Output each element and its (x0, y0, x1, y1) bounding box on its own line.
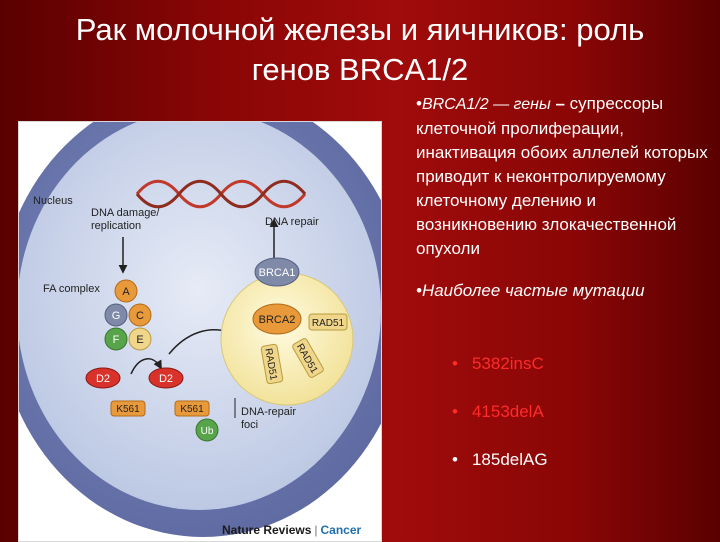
fa-f-label: F (113, 334, 120, 346)
dna-repair-label: DNA repair (265, 216, 319, 228)
fa-a-label: A (122, 286, 130, 298)
brca1-label: BRCA1 (259, 267, 296, 279)
mutation-name: 4153delA (471, 402, 544, 421)
dna-damage-label-2: replication (91, 220, 141, 232)
brca1-shape (254, 257, 300, 287)
fa-g-circle (104, 303, 128, 327)
lead-gene: BRCA1/2 (421, 96, 489, 113)
ub-label: Ub (201, 426, 214, 437)
mutations-heading-text: Наиболее частые мутации (421, 281, 645, 300)
credit-section: Cancer (320, 523, 362, 537)
rad51-box-c (260, 343, 284, 385)
fa-e-circle (128, 327, 152, 351)
pathway-diagram: Nucleus DNA damage/ replication DNA repa… (19, 122, 381, 537)
d2-left-shape (85, 367, 121, 389)
credit-journal: Nature Reviews (222, 523, 312, 537)
dna-damage-label-1: DNA damage/ (91, 207, 160, 219)
fa-f-circle (104, 327, 128, 351)
mutation-name: 185delAG (471, 450, 548, 469)
lead-dash: – (550, 94, 565, 113)
mutations-heading: •Наиболее частые мутации (416, 279, 712, 303)
d2-right-shape (148, 367, 184, 389)
lead-bullet: • (416, 94, 422, 113)
rad51-box-a (308, 313, 348, 331)
fa-complex-label: FA complex (43, 283, 100, 295)
rad51-label-a: RAD51 (312, 318, 345, 329)
lead-rest: — гены (488, 96, 551, 113)
brca-description: •BRCA1/2 — гены – супрессоры клеточной п… (416, 92, 712, 261)
fa-g-label: G (112, 310, 121, 322)
fa-e-label: E (136, 334, 143, 346)
slide-title: Рак молочной железы и яичников: роль ген… (0, 10, 720, 90)
rad51-box-b (292, 338, 324, 378)
mutation-bullet: • (452, 402, 458, 421)
foci-label-1: DNA-repair (241, 406, 296, 418)
heading-bullet: • (416, 281, 422, 300)
mutation-item: • 5382insC (452, 352, 544, 376)
ub-circle (195, 418, 219, 442)
slide-text: •BRCA1/2 — гены – супрессоры клеточной п… (416, 92, 712, 469)
brca2-label: BRCA2 (259, 314, 296, 326)
brca2-shape (252, 303, 302, 335)
k561-right-box (174, 400, 210, 417)
dna-helix-icon (135, 179, 307, 209)
nucleus-label: Nucleus (33, 195, 73, 207)
fa-a-circle (114, 279, 138, 303)
foci-label-2: foci (241, 419, 258, 431)
d2-right-label: D2 (159, 373, 173, 385)
d2-left-label: D2 (96, 373, 110, 385)
k561-left-label: K561 (116, 404, 140, 415)
k561-right-label: K561 (180, 404, 204, 415)
title-line-1: Рак молочной железы и яичников: роль (75, 12, 645, 47)
repair-foci-circle (220, 272, 354, 406)
monoubiquitination-arrow (130, 358, 162, 375)
nucleus-body (19, 122, 381, 510)
credit-separator: | (314, 523, 318, 537)
mutation-name: 5382insC (471, 354, 544, 373)
mutation-bullet: • (452, 354, 458, 373)
k561-left-box (110, 400, 146, 417)
mutation-item: • 4153delA (452, 400, 544, 424)
description-text: супрессоры клеточной пролиферации, инакт… (416, 94, 708, 258)
title-line-2: генов BRCA1/2 (251, 52, 469, 87)
brca-pathway-figure: Nucleus DNA damage/ replication DNA repa… (18, 121, 382, 542)
fa-c-circle (128, 303, 152, 327)
mutation-item: • 185delAG (452, 448, 548, 472)
fa-c-label: C (136, 310, 144, 322)
figure-credit: Nature Reviews|Cancer (222, 523, 361, 537)
mutation-bullet: • (452, 450, 458, 469)
